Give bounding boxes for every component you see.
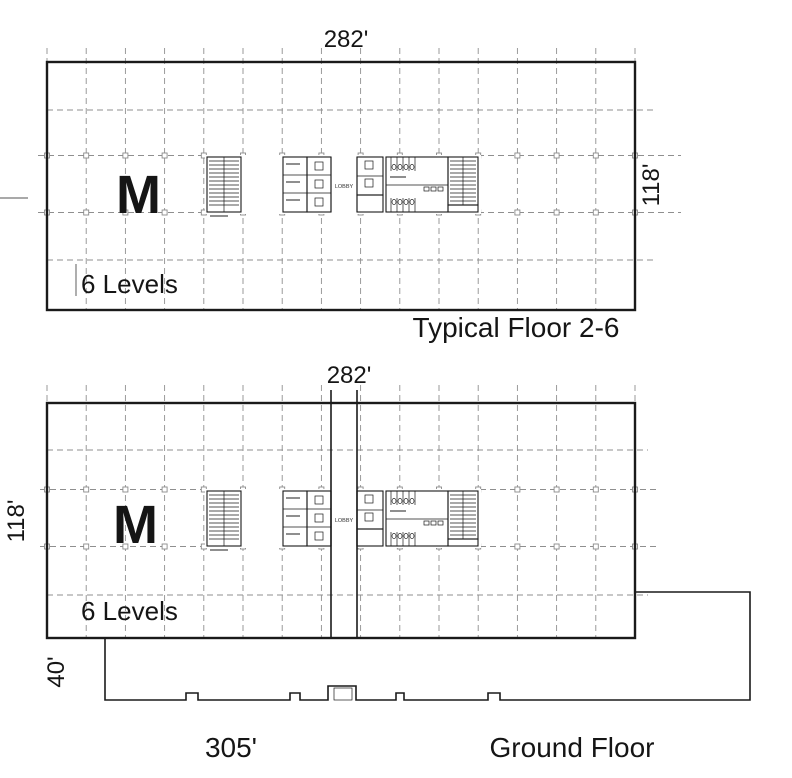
depth-dimension: 118' [638,164,665,207]
column-marker [83,209,90,216]
column-marker [161,543,168,550]
canopy-dimension: 40' [43,656,70,687]
entrance-vestibule [333,687,353,701]
plan-title: Ground Floor [490,732,655,763]
column-marker [514,152,521,159]
column-marker [553,209,560,216]
column-marker [514,486,521,493]
ground-floor-plan: 282' 118' M 6 Levels 40' 305' Ground Flo… [3,362,751,763]
plan-title: Typical Floor 2-6 [413,312,620,343]
column-marker [161,209,168,216]
column-marker [592,209,599,216]
unit-mark: M [113,495,158,555]
building-core [204,488,482,552]
overall-width-dimension: 305' [205,732,257,763]
typical-floor-plan: 282' 118' M 6 Levels Typical Floor 2-6 [0,26,681,343]
column-marker [83,486,90,493]
width-dimension: 282' [324,26,369,53]
column-marker [122,152,129,159]
column-marker [83,543,90,550]
column-marker [553,152,560,159]
width-dimension: 282' [327,362,372,389]
column-marker [553,543,560,550]
building-core [204,154,482,218]
column-marker [161,486,168,493]
levels-note: 6 Levels [81,596,178,626]
column-marker [514,543,521,550]
building-outline [45,401,637,640]
column-marker [122,209,129,216]
column-marker [514,209,521,216]
column-marker [592,486,599,493]
ground-floor-footprint [104,591,751,701]
depth-dimension: 118' [3,500,30,543]
levels-note: 6 Levels [81,269,178,299]
building-outline [45,60,637,312]
column-marker [161,152,168,159]
column-marker [122,486,129,493]
column-marker [553,486,560,493]
column-marker [592,543,599,550]
column-marker [83,152,90,159]
unit-mark: M [116,165,161,225]
column-marker [122,543,129,550]
column-marker [592,152,599,159]
